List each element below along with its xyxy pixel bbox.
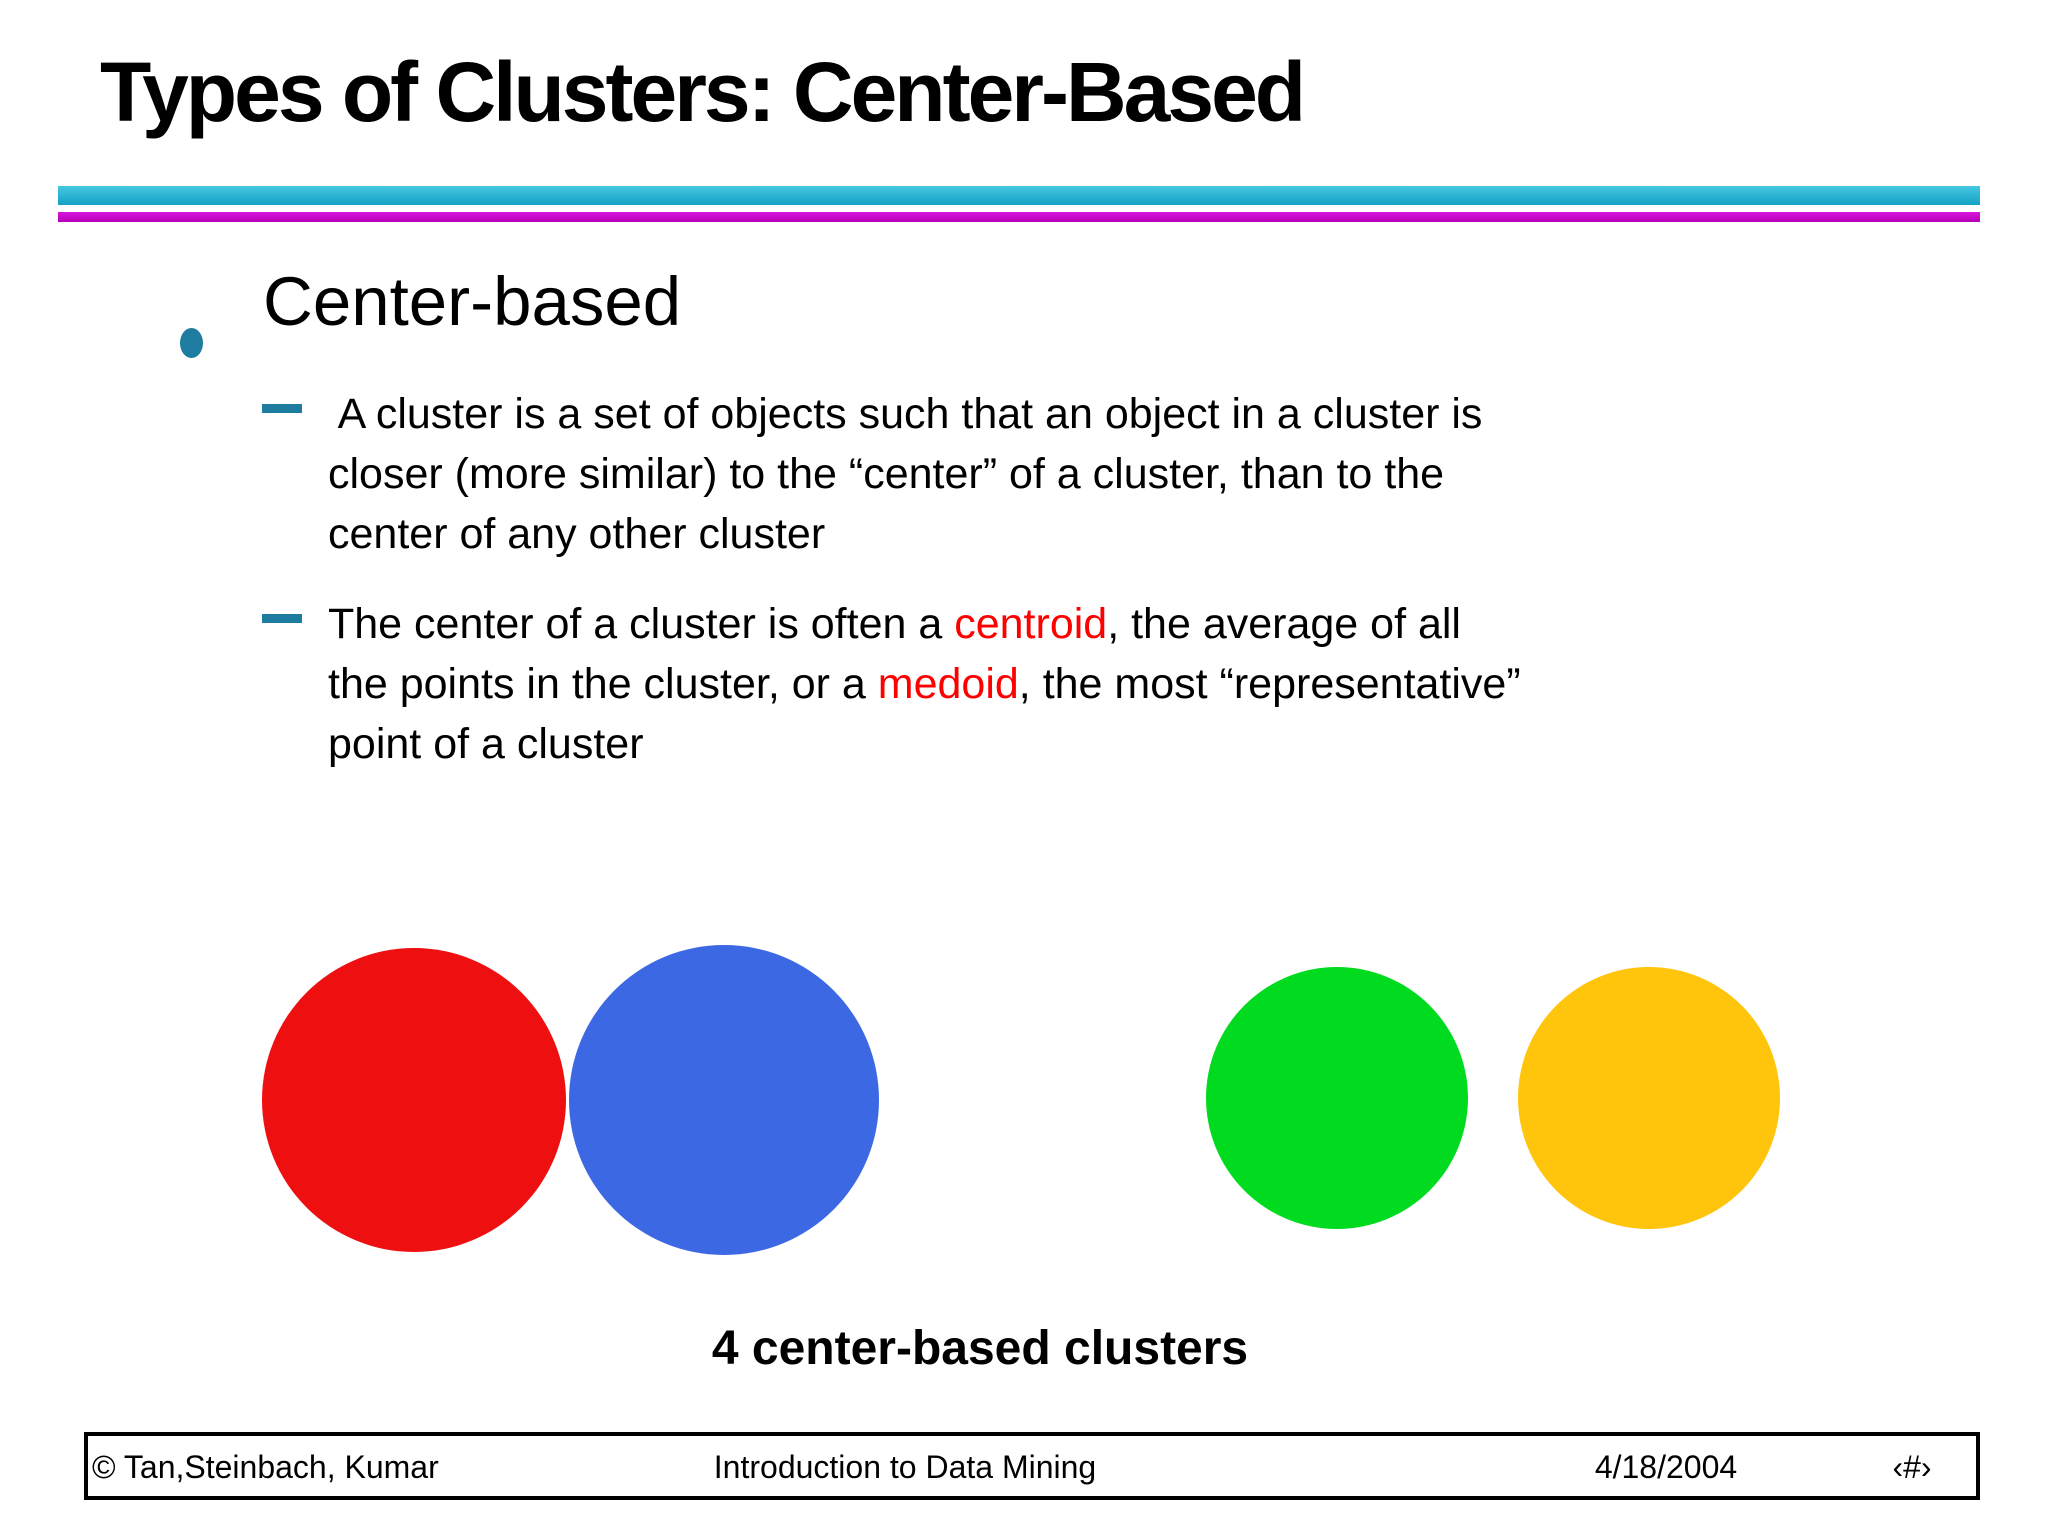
text-segment: , the average of all xyxy=(1107,600,1461,648)
footer-box xyxy=(84,1432,1980,1500)
text-segment: center of any other cluster xyxy=(328,510,826,558)
sub-bullet-dash-icon xyxy=(262,614,302,623)
cluster-circle-blue xyxy=(569,945,879,1255)
footer-course-title: Introduction to Data Mining xyxy=(713,1449,1097,1485)
highlight-term: centroid xyxy=(954,600,1108,648)
bullet-dot-icon xyxy=(180,328,203,358)
sub-bullet-text-2: The center of a cluster is often a centr… xyxy=(328,594,1521,774)
sub-bullet-dash-icon xyxy=(262,404,302,413)
text-segment: , the most “representative” xyxy=(1018,660,1521,708)
footer-copyright: © Tan,Steinbach, Kumar xyxy=(92,1449,439,1485)
text-segment: The center of a cluster is often a xyxy=(328,600,955,648)
slide-title: Types of Clusters: Center-Based xyxy=(100,45,1306,139)
sub-bullet-text-1: A cluster is a set of objects such that … xyxy=(328,384,1482,564)
cluster-circle-green xyxy=(1206,967,1468,1229)
text-segment: closer (more similar) to the “center” of… xyxy=(328,450,1445,498)
divider-line-teal xyxy=(58,186,1980,205)
text-line: center of any other cluster xyxy=(328,504,1482,564)
cluster-circle-gold xyxy=(1518,967,1780,1229)
figure-caption: 4 center-based clusters xyxy=(711,1322,1249,1375)
text-segment: A cluster is a set of objects such that … xyxy=(328,390,1483,438)
text-line: closer (more similar) to the “center” of… xyxy=(328,444,1482,504)
text-line: The center of a cluster is often a centr… xyxy=(328,594,1521,654)
text-segment: point of a cluster xyxy=(328,720,644,768)
highlight-term: medoid xyxy=(877,660,1019,708)
text-segment: the points in the cluster, or a xyxy=(328,660,878,708)
footer-date: 4/18/2004 xyxy=(1594,1449,1738,1485)
text-line: point of a cluster xyxy=(328,714,1521,774)
bullet-heading: Center-based xyxy=(263,263,682,340)
cluster-circle-red xyxy=(262,948,566,1252)
text-line: A cluster is a set of objects such that … xyxy=(328,384,1483,444)
footer-page-number: ‹#› xyxy=(1892,1449,1932,1485)
text-line: the points in the cluster, or a medoid, … xyxy=(328,654,1521,714)
divider-line-magenta xyxy=(58,212,1980,222)
